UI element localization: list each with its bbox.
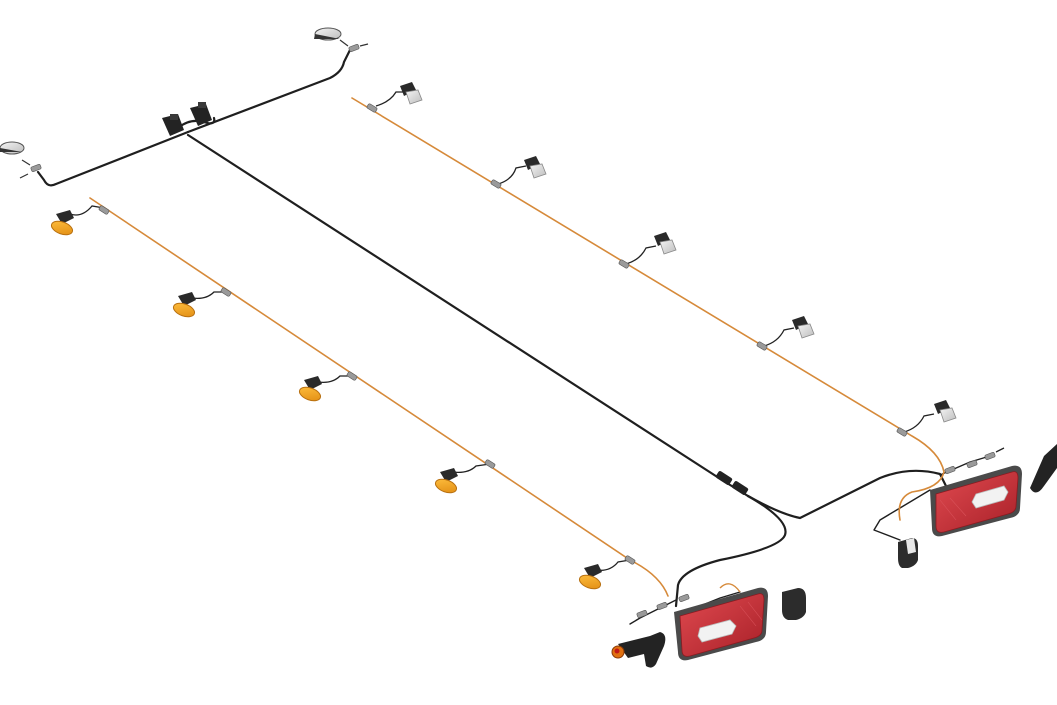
main-cable-front-left-branch bbox=[36, 130, 190, 187]
main-cable-rear-right-fanout bbox=[873, 489, 931, 541]
front-right-inline-connector bbox=[339, 39, 369, 53]
amber-side-marker-5 bbox=[577, 554, 636, 592]
main-cable-rear-left-fanout bbox=[629, 599, 677, 625]
main-junction-connector bbox=[715, 471, 749, 495]
amber-side-marker-4 bbox=[433, 458, 496, 496]
front-outline-marker-right bbox=[314, 27, 342, 41]
clear-side-marker-2 bbox=[490, 155, 547, 190]
rear-combination-lamp-right bbox=[930, 465, 1022, 537]
main-cable-trunk bbox=[186, 133, 750, 498]
rear-outline-marker-arm-right bbox=[1030, 444, 1057, 493]
rear-reflective-marker-right bbox=[898, 538, 918, 568]
front-left-inline-connector bbox=[19, 159, 42, 179]
clear-side-marker-5 bbox=[896, 399, 957, 438]
rear-outline-marker-arm-left bbox=[611, 632, 666, 668]
amber-side-marker-3 bbox=[297, 370, 358, 404]
main-cable-front-right-branch bbox=[186, 48, 352, 134]
amber-side-marker-1 bbox=[49, 204, 110, 238]
main-cable-rear-left bbox=[674, 494, 787, 608]
rear-reflective-marker-left bbox=[782, 588, 806, 620]
clear-side-marker-3 bbox=[618, 231, 677, 270]
main-cable-rear-right bbox=[746, 469, 950, 520]
clear-side-marker-1 bbox=[366, 81, 423, 114]
rear-right-connectors bbox=[944, 447, 1005, 475]
front-connector-right bbox=[190, 102, 212, 126]
front-outline-marker-left bbox=[0, 141, 25, 155]
rear-left-connectors bbox=[636, 583, 741, 619]
front-connector-left bbox=[162, 114, 184, 136]
clear-side-cable bbox=[351, 97, 945, 521]
amber-side-marker-2 bbox=[171, 286, 232, 320]
main-cable bbox=[36, 48, 991, 625]
clear-side-marker-4 bbox=[756, 315, 815, 352]
rear-combination-lamp-left bbox=[674, 587, 768, 661]
